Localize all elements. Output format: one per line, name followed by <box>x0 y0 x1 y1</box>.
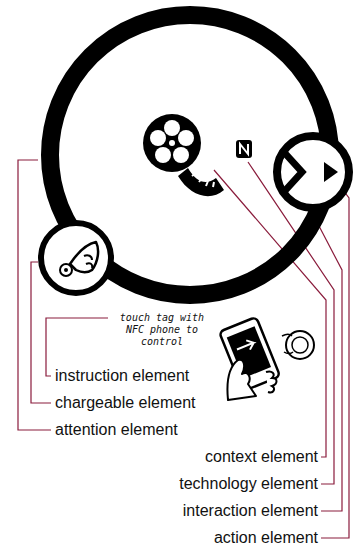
instruction-note: touch tag with NFC phone to control <box>112 312 212 348</box>
callout-label: technology element <box>179 474 318 494</box>
leader-line <box>18 160 51 430</box>
hand-badge <box>41 223 111 293</box>
callout-label: attention element <box>55 420 178 440</box>
play-badge <box>277 136 349 208</box>
leader-line <box>321 182 349 538</box>
callout-label: action element <box>214 528 318 548</box>
callout-label: context element <box>205 447 318 467</box>
film-reel-icon <box>143 114 224 196</box>
callout-label: chargeable element <box>55 393 196 413</box>
phone-touch-illustration <box>219 317 314 400</box>
callout-label: instruction element <box>55 366 189 386</box>
nfc-logo <box>236 140 252 158</box>
attention-ring <box>50 15 330 295</box>
callout-label: interaction element <box>183 501 318 521</box>
